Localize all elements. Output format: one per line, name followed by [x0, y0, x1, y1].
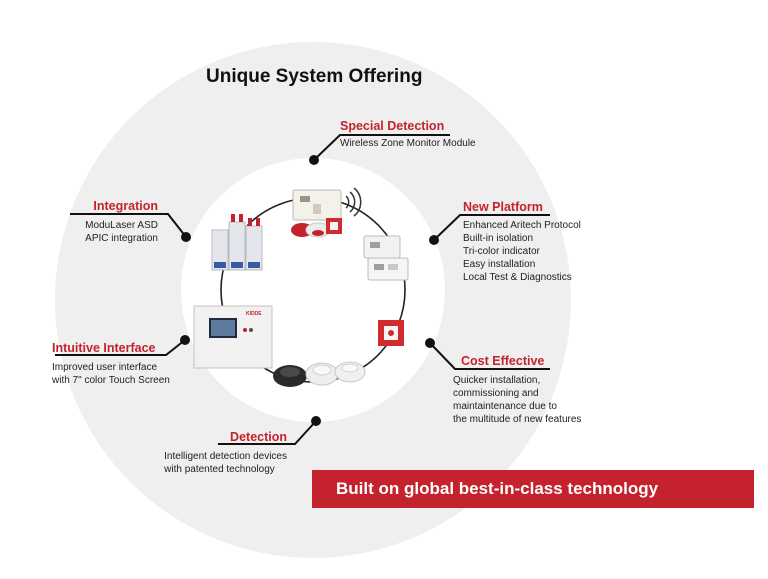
feature-line: with 7" color Touch Screen: [52, 375, 170, 386]
leader-integration: [70, 213, 187, 238]
feature-line: Built-in isolation: [463, 233, 534, 244]
dot-cost-effective: [425, 338, 435, 348]
feature-intuitive-interface: Intuitive Interface Improved user interf…: [52, 341, 170, 387]
feature-line: Enhanced Aritech Protocol: [463, 220, 581, 231]
feature-line: Improved user interface: [52, 362, 158, 373]
feature-title: New Platform: [463, 200, 543, 214]
leader-detection: [218, 420, 317, 445]
feature-title: Intuitive Interface: [52, 341, 156, 355]
connector-lines: [55, 134, 550, 445]
tagline-banner: Built on global best-in-class technology: [312, 470, 754, 508]
feature-title: Detection: [230, 430, 287, 444]
feature-description: Intelligent detection devices with paten…: [164, 450, 287, 476]
feature-line: Intelligent detection devices: [164, 451, 287, 462]
feature-new-platform: New Platform Enhanced Aritech Protocol B…: [463, 200, 581, 284]
leader-special-detection: [313, 134, 450, 161]
feature-line: APIC integration: [85, 233, 158, 244]
feature-description: Wireless Zone Monitor Module: [340, 137, 476, 150]
dot-detection: [311, 416, 321, 426]
feature-detection: Detection Intelligent detection devices …: [164, 430, 287, 476]
feature-title: Integration: [93, 199, 158, 213]
feature-line: ModuLaser ASD: [85, 220, 158, 231]
feature-line: maintaintenance due to: [453, 401, 557, 412]
page-title: Unique System Offering: [206, 66, 423, 87]
feature-line: Tri-color indicator: [463, 246, 540, 257]
dot-new-platform: [429, 235, 439, 245]
feature-line: the multitude of new features: [453, 414, 582, 425]
feature-description: Improved user interface with 7" color To…: [52, 361, 170, 387]
feature-special-detection: Special Detection Wireless Zone Monitor …: [340, 119, 476, 150]
leader-intuitive-interface: [55, 339, 186, 356]
dot-special-detection: [309, 155, 319, 165]
feature-cost-effective: Cost Effective Quicker installation, com…: [453, 354, 581, 426]
modulaser-asd-image: [211, 214, 263, 271]
feature-line: Easy installation: [463, 259, 536, 270]
feature-line: commissioning and: [453, 388, 539, 399]
feature-description: ModuLaser ASD APIC integration: [85, 219, 158, 245]
wireless-module-image: [291, 187, 362, 238]
platform-modules-image: [363, 235, 409, 281]
detectors-image: [273, 361, 366, 387]
feature-title: Cost Effective: [461, 354, 545, 368]
call-point-image: [378, 320, 404, 346]
feature-description: Enhanced Aritech Protocol Built-in isola…: [463, 219, 581, 284]
feature-line: Wireless Zone Monitor Module: [340, 138, 476, 149]
feature-description: Quicker installation, commissioning and …: [453, 374, 581, 426]
connector-dots: [180, 155, 439, 426]
feature-line: with patented technology: [164, 464, 275, 475]
feature-line: Quicker installation,: [453, 375, 541, 386]
control-panel-image: KIDDE: [193, 305, 273, 369]
leader-cost-effective: [429, 342, 550, 370]
feature-title: Special Detection: [340, 119, 445, 133]
dot-integration: [181, 232, 191, 242]
leader-new-platform: [433, 214, 550, 241]
panel-brand-label: KIDDE: [246, 311, 262, 317]
feature-integration: Integration ModuLaser ASD APIC integrati…: [85, 199, 158, 245]
feature-line: Local Test & Diagnostics: [463, 272, 572, 283]
dot-intuitive-interface: [180, 335, 190, 345]
